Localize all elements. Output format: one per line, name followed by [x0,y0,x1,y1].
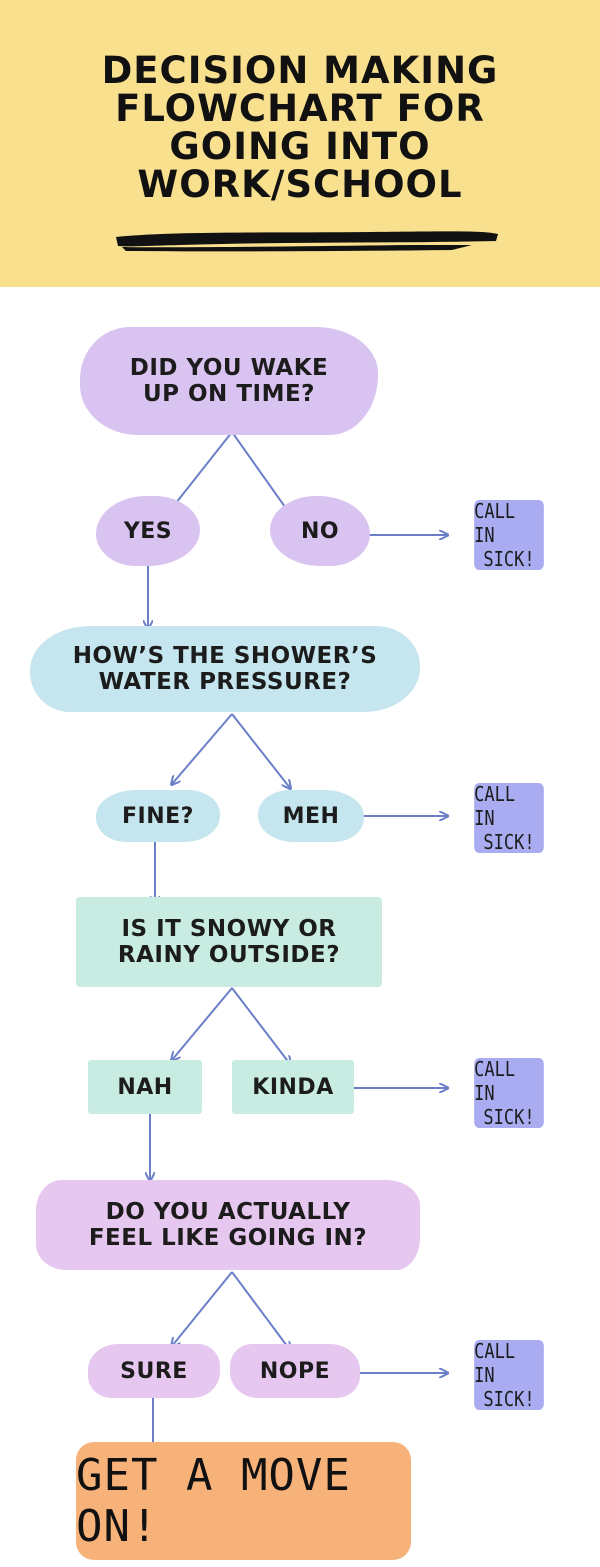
answer-yes: YES [96,496,200,566]
call-in-sick-line: SICK! [483,830,535,854]
call-in-sick-box: CALL IN SICK! [474,1339,544,1411]
question-line: DO YOU ACTUALLY [105,1199,351,1225]
question-feel-like-going: DO YOU ACTUALLY FEEL LIKE GOING IN? [36,1180,420,1270]
question-line: IS IT SNOWY OR [121,916,337,942]
arrow-q4-no [231,1271,290,1350]
call-in-sick-line: CALL IN [474,499,516,547]
question-shower-pressure: HOW’S THE SHOWER’S WATER PRESSURE? [30,626,420,712]
question-line: HOW’S THE SHOWER’S [72,643,378,669]
final-outcome: GET A MOVE ON! [76,1442,411,1560]
arrow-q3-yes [172,987,233,1060]
call-in-sick-line: SICK! [483,1105,535,1129]
answer-nope: NOPE [230,1344,360,1398]
answer-no: NO [270,496,370,566]
answer-fine: FINE? [96,790,220,842]
question-line: DID YOU WAKE [129,355,329,381]
call-in-sick-box: CALL IN SICK! [474,1057,544,1129]
call-in-sick-line: SICK! [483,547,535,571]
call-in-sick-line: CALL IN [474,1339,516,1387]
question-wake-up: DID YOU WAKE UP ON TIME? [80,327,378,435]
call-in-sick-line: CALL IN [474,782,516,830]
arrow-q1-yes [172,431,233,508]
answer-kinda: KINDA [232,1060,354,1114]
answer-nah: NAH [88,1060,202,1114]
question-line: WATER PRESSURE? [98,669,352,695]
arrow-q1-no [231,431,290,514]
brush-underline [116,231,498,252]
question-line: RAINY OUTSIDE? [117,942,341,968]
header-banner: DECISION MAKING FLOWCHART FOR GOING INTO… [0,0,600,287]
arrow-q2-yes [172,713,233,784]
call-in-sick-line: CALL IN [474,1057,516,1105]
arrow-q3-no [231,987,290,1064]
call-in-sick-box: CALL IN SICK! [474,782,544,854]
question-weather: IS IT SNOWY OR RAINY OUTSIDE? [76,897,382,987]
title-line-3: GOING INTO [169,125,431,168]
answer-sure: SURE [88,1344,220,1398]
answer-meh: MEH [258,790,364,842]
call-in-sick-box: CALL IN SICK! [474,499,544,571]
title-line-2: FLOWCHART FOR [115,87,485,130]
title-line-1: DECISION MAKING [101,49,499,92]
arrow-q2-no [231,713,290,788]
call-in-sick-line: SICK! [483,1387,535,1411]
question-line: UP ON TIME? [142,381,316,407]
title-line-4: WORK/SCHOOL [137,163,463,206]
page-title: DECISION MAKING FLOWCHART FOR GOING INTO… [0,52,600,204]
question-line: FEEL LIKE GOING IN? [88,1225,368,1251]
arrow-q4-yes [172,1271,233,1346]
